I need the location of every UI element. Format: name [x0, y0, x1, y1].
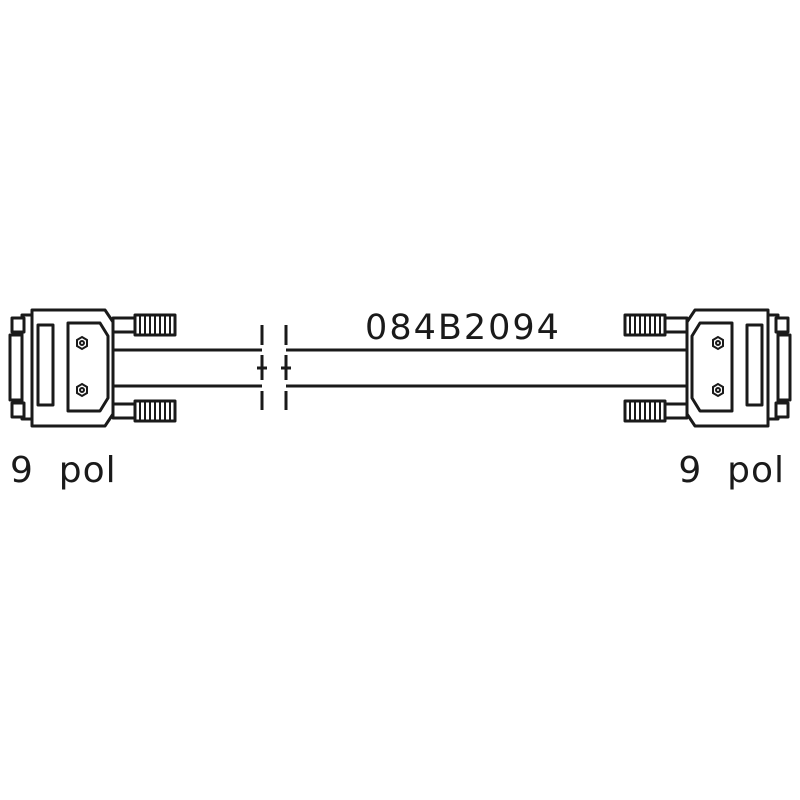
part-number-label: 084B2094	[365, 308, 561, 348]
thumb-screw-icon	[623, 313, 689, 337]
right-pin-count-label: 9 pol	[678, 450, 785, 491]
hex-screw-icon	[76, 335, 88, 351]
cable-break-mark	[257, 325, 291, 410]
left-pin-count-label: 9 pol	[10, 450, 117, 491]
hex-screw-icon	[712, 335, 724, 351]
hex-screw-icon	[76, 382, 88, 398]
thumb-screw-icon	[623, 399, 689, 423]
cable	[113, 348, 687, 388]
thumb-screw-icon	[111, 399, 177, 423]
right-connector	[623, 308, 792, 428]
thumb-screw-icon	[111, 313, 177, 337]
hex-screw-icon	[712, 382, 724, 398]
left-connector	[8, 308, 177, 428]
